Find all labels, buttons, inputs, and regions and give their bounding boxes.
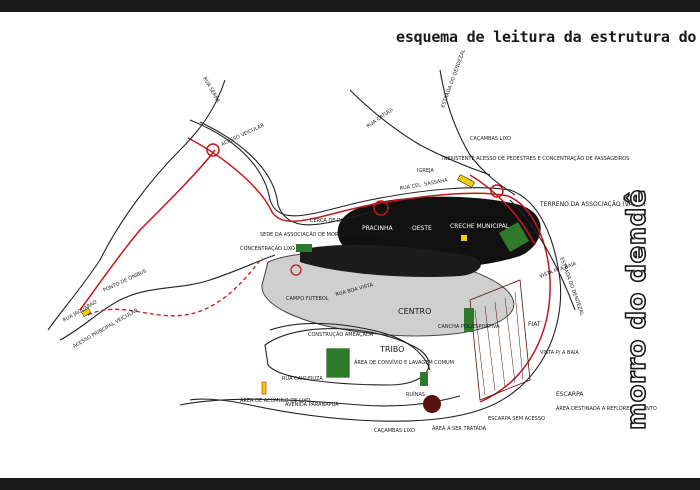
label-terreno-associacao: TERRENO DA ASSOCIAÇÃO (VAZIO)	[539, 201, 646, 208]
access-circle-top	[206, 143, 220, 157]
label-vista-baia-2: VISTA P/ A BAÍA	[540, 349, 579, 356]
label-concentracao-lixo: CONCENTRAÇÃO LIXO	[240, 245, 295, 252]
label-cerca-de-divisa: CERCA DE DIVISA	[310, 218, 354, 224]
label-construcao-ameacada: CONSTRUÇÃO AMEAÇADA	[308, 331, 374, 338]
label-oeste: OESTE	[412, 225, 432, 232]
label-cancha-poliesportiva: CANCHA POLIESPORTIVA	[438, 324, 500, 330]
top-band	[0, 0, 700, 12]
label-creche-municipal: CRECHE MUNICIPAL	[450, 223, 510, 230]
terreno-associacao-area	[498, 221, 530, 253]
secondary-route	[87, 257, 263, 317]
ruinas-area	[420, 372, 428, 386]
label-cacambas-lixo-bottom: CAÇAMBAS LIXO	[374, 428, 415, 434]
tribo-loop	[264, 328, 430, 386]
bottom-band	[0, 478, 700, 490]
label-escarpa: ESCARPA SEM ACESSO	[488, 416, 545, 422]
route-east	[469, 174, 536, 246]
loop-road-outer	[189, 119, 562, 422]
label-pracinha: PRACINHA	[362, 225, 394, 232]
label-acesso-veicular-top: ACESSO VEICULAR	[220, 122, 265, 147]
label-rua-catugi: RUA CATUGI	[366, 107, 395, 130]
label-area-mae-tratada: ÁREA A SER TRATADA	[432, 425, 487, 432]
escarpa-hatch	[469, 279, 531, 401]
creche-marker	[461, 235, 467, 241]
cancha-area	[464, 308, 474, 332]
label-rua-caio-fiuza: RUA CAIO FIUZA	[282, 376, 323, 382]
label-avenida-paranapua: AVENIDA PARANAPUÃ	[285, 401, 339, 408]
label-estrada-dendezal: ESTRADA DO DENDEZAL	[440, 49, 467, 109]
label-centro: CENTRO	[398, 307, 431, 316]
label-rua-serra: RUA SERRA	[201, 76, 221, 104]
primary-route-left	[79, 149, 216, 311]
dendezal-road-east	[509, 199, 576, 311]
label-area-acumulo-lixo: ÁREA DE ACÚMULO DE LIXO	[240, 397, 310, 404]
rua-caio-fiuza-road	[269, 322, 431, 371]
label-area-convivio: ÁREA DE CONVÍVIO E LAVAGEM COMUM	[354, 359, 454, 366]
lixo-marker	[261, 381, 267, 395]
label-tribo: TRIBO	[379, 345, 404, 354]
loop-road-inner	[199, 121, 373, 226]
label-cacambas-lixo-top: CAÇAMBAS LIXO	[470, 136, 511, 142]
bus-stop-marker	[81, 307, 92, 317]
label-igreja: IGREJA	[417, 168, 434, 174]
label-escarpa-main: ESCARPA	[556, 391, 584, 398]
rua-catugi-road	[349, 89, 491, 176]
escarpa-hatch-lines	[474, 291, 524, 396]
label-rua-jaguarao: RUA JAGUARÃO	[62, 298, 99, 323]
label-bar-futebol: BAR FUTEBOL	[328, 254, 363, 260]
label-ruinas: RUÍNAS	[406, 391, 425, 398]
access-circle-sede	[290, 264, 302, 276]
access-circle-pracinha	[373, 200, 389, 216]
rua-serra-road	[47, 79, 226, 331]
label-inexistente-acesso: INEXISTENTE ACESSO DE PEDESTRES E CONCEN…	[442, 155, 629, 162]
sede-area	[296, 244, 312, 252]
area-convivio	[325, 347, 351, 379]
label-sede-associacao: SEDE DA ASSOCIAÇÃO DE MORADORES E CAPELA	[260, 231, 386, 238]
label-fiat: FIAT	[528, 321, 541, 328]
estrada-dendezal-road	[439, 69, 516, 196]
main-access-route	[187, 137, 551, 403]
label-campo-futebol: CAMPO FUTEBOL	[286, 296, 329, 302]
side-title: morro do dendê	[621, 188, 653, 431]
access-circle-igreja	[490, 184, 504, 198]
ruinas-circle	[423, 395, 441, 413]
igreja-marker	[457, 174, 475, 188]
rua-jaguarao-road	[59, 254, 276, 341]
label-escarpa-note: ÁREA DESTINADA A REFLORESTAMENTO	[556, 405, 657, 412]
page-title: esquema de leitura da estrutura do lugar	[396, 28, 700, 46]
dark-band	[300, 244, 481, 278]
